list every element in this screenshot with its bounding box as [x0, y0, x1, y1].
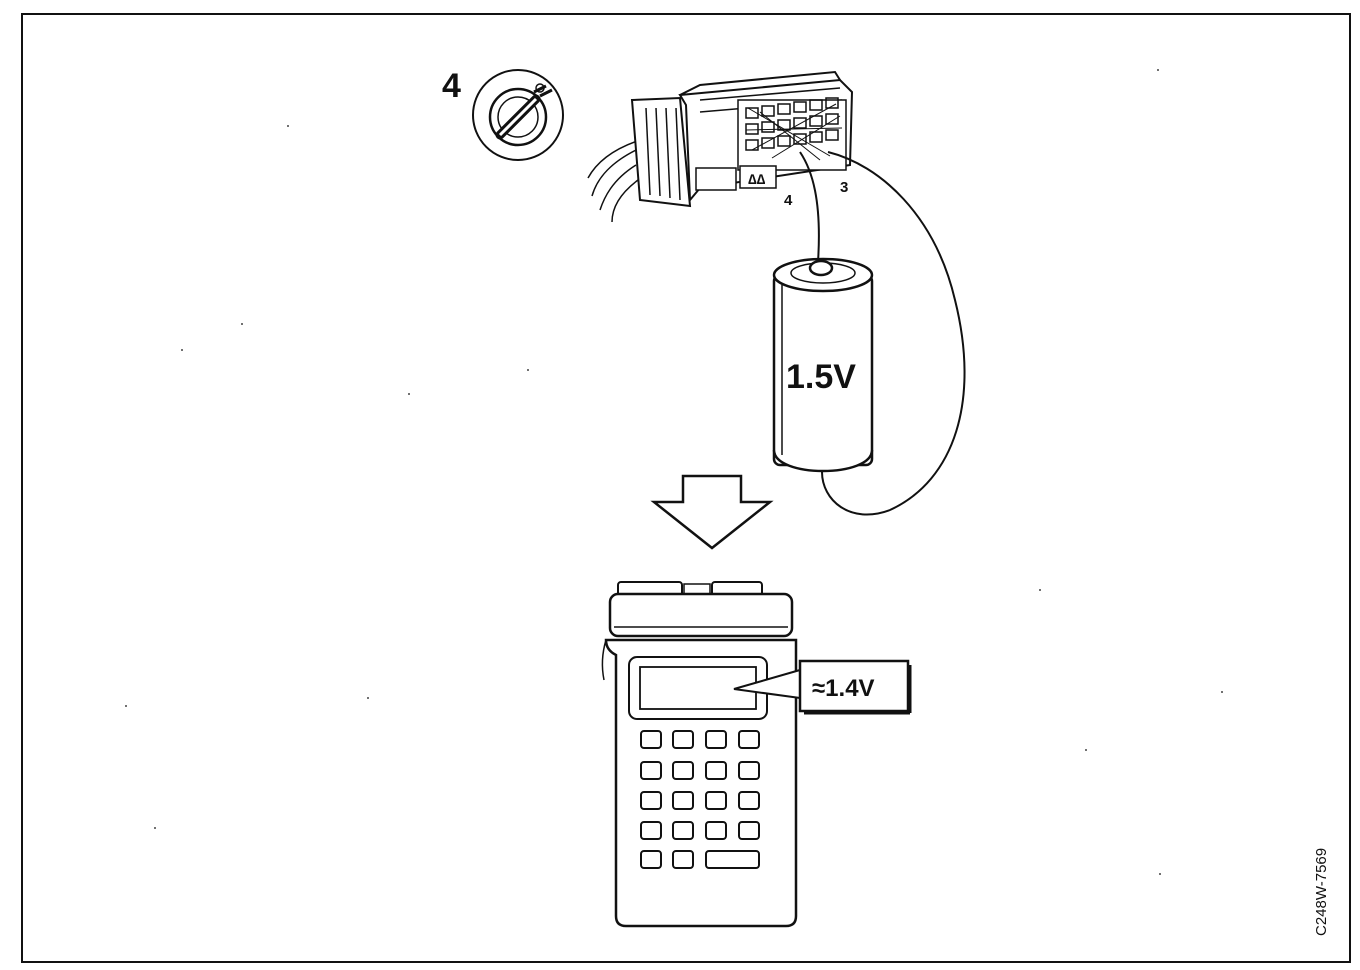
pin-label-3: 3 — [840, 179, 848, 196]
step-number: 4 — [442, 67, 461, 105]
figure-code: C248W-7569 — [1313, 848, 1330, 936]
scan-specks — [125, 69, 1223, 875]
ignition-key-switch-icon — [472, 69, 564, 161]
connector-block: ∆∆ — [587, 70, 854, 223]
meter-reading-box — [798, 659, 912, 715]
battery-voltage-label: 1.5V — [786, 358, 856, 396]
down-arrow-icon — [650, 474, 774, 550]
pin-label-4: 4 — [784, 192, 793, 209]
test-wires — [799, 151, 966, 516]
battery-icon — [772, 257, 874, 473]
meter-reading: ≈1.4V — [812, 675, 875, 702]
multimeter-device — [601, 581, 798, 928]
figure-frame — [21, 13, 1351, 963]
svg-text:∆∆: ∆∆ — [748, 171, 766, 187]
